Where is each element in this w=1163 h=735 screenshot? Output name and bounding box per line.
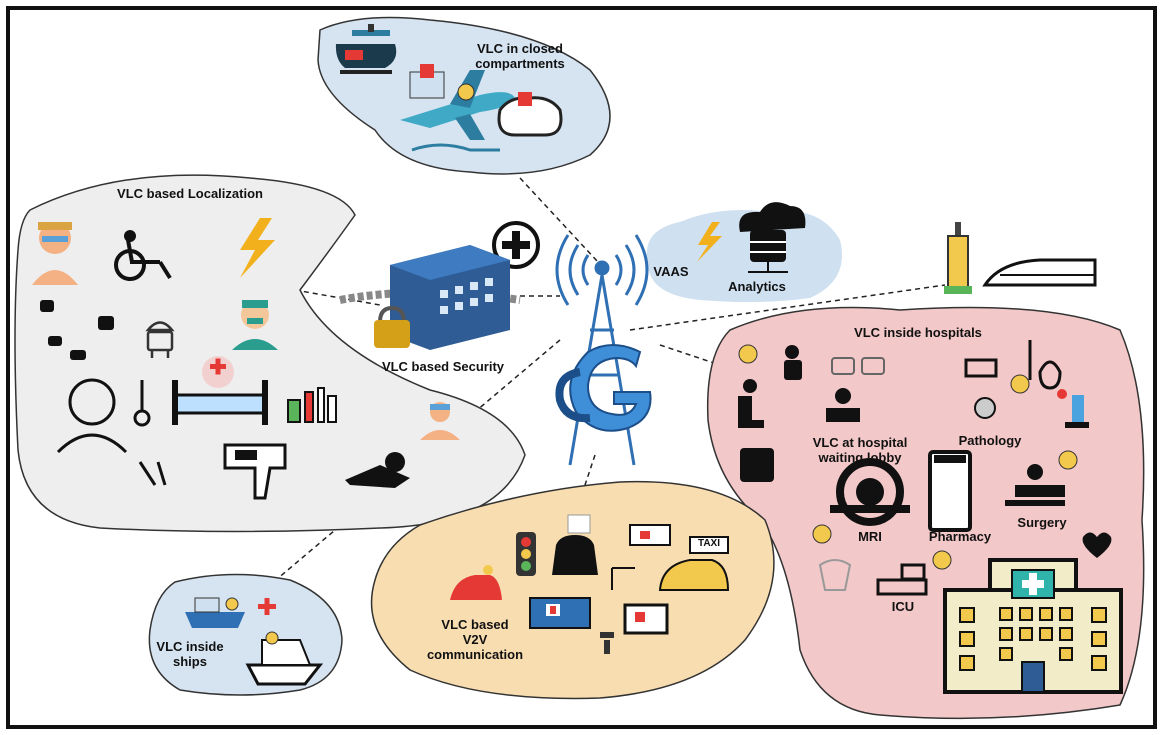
vaas-label: VAAS [653, 264, 689, 279]
pathology-label: Pathology [958, 433, 1022, 448]
car-icon [450, 514, 598, 600]
icu-bed-icon [876, 563, 928, 596]
nurse-icon [32, 222, 78, 285]
wheelchair-icon [114, 230, 172, 281]
lobby-label: VLC at hospital waiting lobby [812, 435, 908, 465]
heart-rate-icon [1082, 532, 1112, 558]
mri-scanner-icon [830, 458, 910, 526]
localization-label: VLC based Localization [117, 186, 263, 201]
connector-closed [519, 177, 599, 263]
bullet-train-icon [982, 258, 1097, 287]
hand-gesture-icon [40, 300, 114, 360]
ships-cloud [148, 573, 343, 696]
taxi-icon [658, 536, 730, 591]
pharmacy-label: Pharmacy [928, 529, 992, 544]
6g-logo-icon [555, 344, 652, 432]
mri-label: MRI [858, 529, 882, 544]
cloud-database-icon [739, 202, 806, 273]
doctor-icon [232, 300, 278, 350]
closed-compartments-label: VLC in closed compartments [475, 41, 565, 71]
security-label: VLC based Security [381, 359, 505, 374]
vaas-cloud [646, 209, 842, 303]
android-icon [145, 321, 175, 358]
hospitals-label: VLC inside hospitals [854, 325, 982, 340]
connector-transport [629, 284, 946, 331]
secure-building-icon [339, 245, 521, 350]
v2v-label: VLC based V2V communication [426, 617, 524, 662]
lightning-icon [240, 218, 275, 278]
swimmer-icon [345, 402, 460, 488]
taxi-sign-label: TAXI [697, 538, 721, 549]
waiting-person-icon [738, 345, 802, 482]
v2v-cloud [370, 480, 775, 700]
traffic-light-icon [516, 532, 536, 576]
surgery-label: Surgery [1017, 515, 1067, 530]
airplane-icon [400, 64, 515, 152]
joystick-icon [497, 92, 563, 137]
thermometer-gun-icon [223, 443, 287, 500]
ambulance-icon [529, 524, 671, 635]
ship-icon [185, 597, 324, 686]
lightning-icon [697, 222, 722, 262]
satellite-icon [600, 632, 614, 654]
helicopter-icon [335, 24, 397, 74]
analytics-label: Analytics [728, 279, 786, 294]
surgery-icon [1005, 464, 1065, 506]
pharmacy-icon [928, 450, 972, 532]
dental-tools-icon [138, 461, 167, 486]
receptionist-icon [826, 388, 860, 422]
icu-label: ICU [891, 599, 915, 614]
dental-tools-icon [818, 559, 852, 591]
microscope-icon [974, 389, 1089, 428]
medicine-icon [287, 387, 337, 423]
chairs-icon [831, 357, 885, 375]
connector-hospitals [659, 344, 721, 366]
street-lamp-icon [611, 567, 635, 590]
ships-label: VLC inside ships [156, 639, 224, 669]
skyscraper-icon [944, 222, 972, 294]
lab-tubes-icon [964, 340, 1062, 390]
bulb-icon [738, 344, 1078, 570]
plus-circle-icon [492, 221, 540, 269]
hospital-bed-icon [172, 356, 268, 425]
hospital-building-icon [943, 558, 1123, 694]
padlock-icon [374, 305, 410, 348]
fever-patient-icon [56, 378, 151, 454]
bulb-icon [457, 83, 475, 101]
